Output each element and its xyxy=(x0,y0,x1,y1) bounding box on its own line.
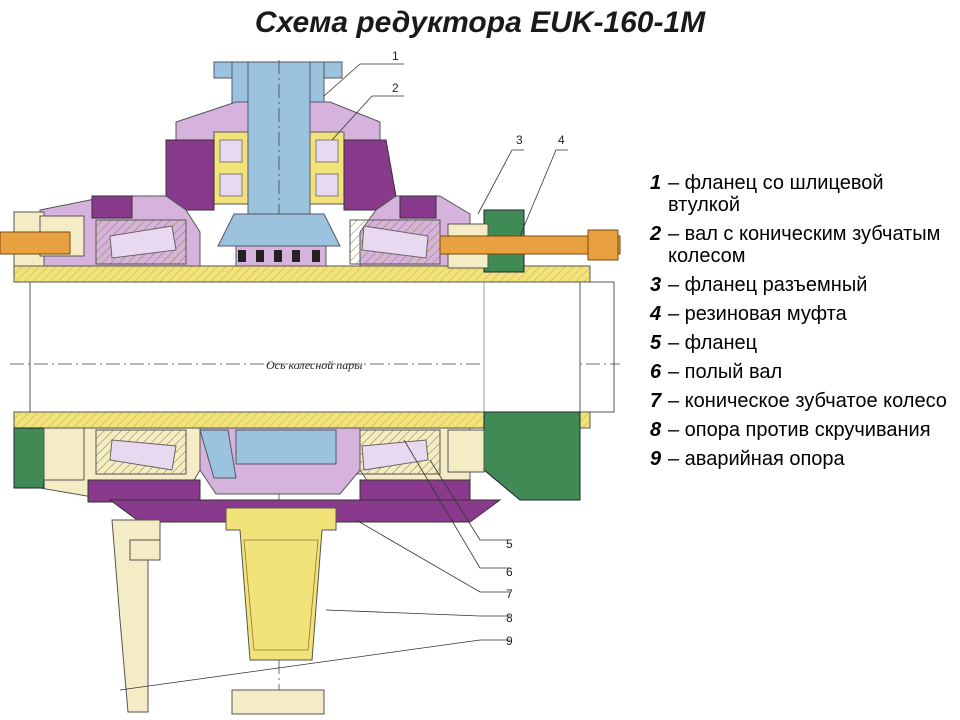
legend-item: 5 – фланец xyxy=(650,332,950,354)
callout-5: 5 xyxy=(506,537,513,551)
legend-number: 7 xyxy=(650,390,662,412)
diagram-title: Схема редуктора EUK-160-1M xyxy=(254,6,706,39)
legend-text: – аварийная опора xyxy=(668,448,845,470)
legend-number: 1 xyxy=(650,172,662,194)
legend-item: 9 – аварийная опора xyxy=(650,448,950,470)
housing-lower xyxy=(13,411,591,523)
legend-item: 4 – резиновая муфта xyxy=(650,303,950,325)
callout-9: 9 xyxy=(506,634,513,648)
legend-number: 8 xyxy=(650,419,662,441)
legend-item: 6 – полый вал xyxy=(650,361,950,383)
legend-text: – коническое зубчатое колесо xyxy=(668,390,947,412)
legend-item: 2 – вал с коническим зубчатым колесом xyxy=(650,223,950,267)
callout-7: 7 xyxy=(506,587,513,601)
axis-label: Ось колесной пары xyxy=(266,358,362,372)
legend: 1 – фланец со шлицевой втулкой 2 – вал с… xyxy=(650,172,950,477)
left-flange-lower xyxy=(43,427,85,481)
legend-text: – опора против скручивания xyxy=(668,419,931,441)
legend-text: – фланец xyxy=(668,332,758,354)
torque-support xyxy=(225,507,337,715)
housing-upper xyxy=(0,195,621,283)
pinion-gear xyxy=(217,213,341,247)
callout-numbers: 1 2 3 4 5 6 7 8 9 xyxy=(392,49,565,648)
leader-lines xyxy=(119,63,568,691)
emergency-support xyxy=(111,519,161,713)
legend-item: 1 – фланец со шлицевой втулкой xyxy=(650,172,950,216)
legend-number: 3 xyxy=(650,274,662,296)
upper-housing-right xyxy=(343,139,397,211)
callout-4: 4 xyxy=(558,133,565,147)
upper-housing-left xyxy=(165,139,215,211)
legend-text: – резиновая муфта xyxy=(668,303,847,325)
legend-number: 2 xyxy=(650,223,662,245)
callout-6: 6 xyxy=(506,565,513,579)
legend-text: – вал с коническим зубчатым колесом xyxy=(668,223,941,267)
callout-8: 8 xyxy=(506,611,513,625)
legend-text: – фланец со шлицевой втулкой xyxy=(668,172,884,216)
legend-item: 8 – опора против скручивания xyxy=(650,419,950,441)
callout-3: 3 xyxy=(516,133,523,147)
legend-number: 6 xyxy=(650,361,662,383)
legend-number: 5 xyxy=(650,332,662,354)
legend-item: 3 – фланец разъемный xyxy=(650,274,950,296)
callout-1: 1 xyxy=(392,49,399,63)
rubber-coupling-lower xyxy=(483,411,581,501)
legend-number: 4 xyxy=(650,303,662,325)
wheelset-axle: Ось колесной пары xyxy=(10,281,620,413)
coupling-rod xyxy=(439,235,621,255)
legend-item: 7 – коническое зубчатое колесо xyxy=(650,390,950,412)
legend-number: 9 xyxy=(650,448,662,470)
legend-text: – полый вал xyxy=(668,361,783,383)
legend-text: – фланец разъемный xyxy=(668,274,868,296)
pinion-assembly xyxy=(165,60,397,712)
callout-2: 2 xyxy=(392,81,399,95)
